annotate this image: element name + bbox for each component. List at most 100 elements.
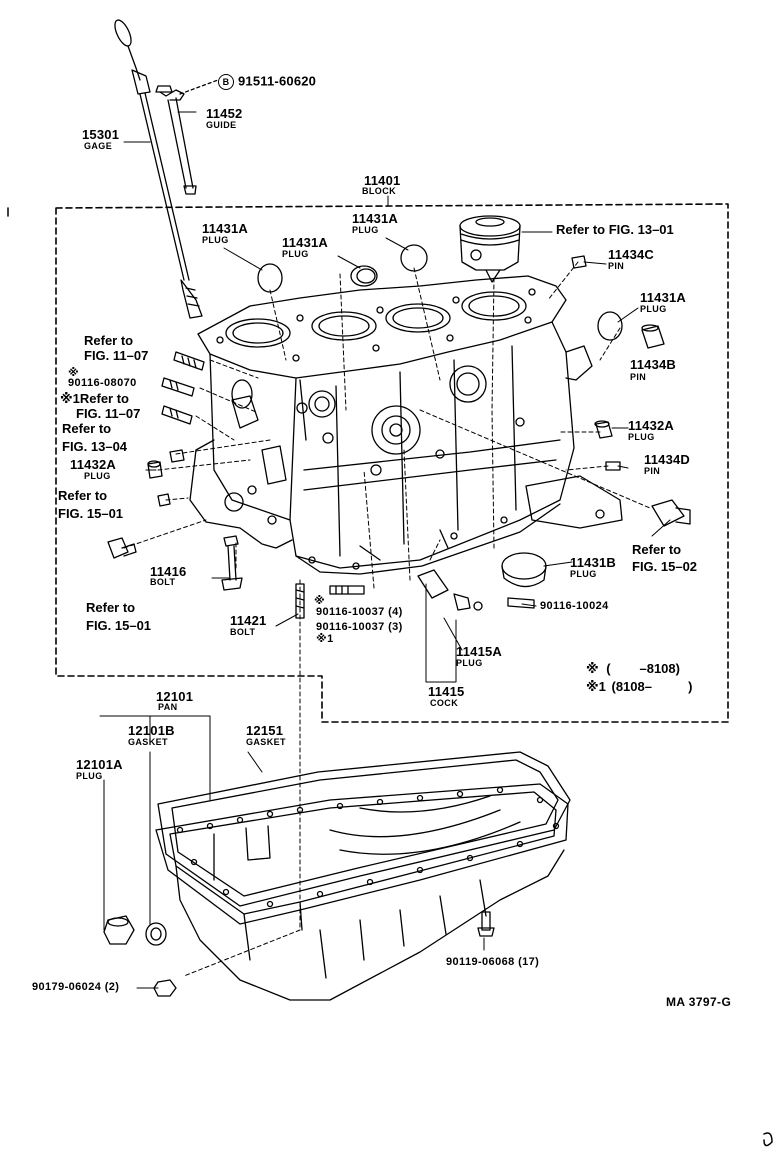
part-15301-number: 15301 bbox=[82, 127, 120, 142]
refer-fig-11-07-a: FIG. 11–07 bbox=[84, 348, 149, 363]
part-number: 91511-60620 bbox=[238, 73, 317, 89]
gasket-12101b bbox=[145, 922, 167, 946]
part-11431b-number: 11431B bbox=[570, 555, 617, 570]
part-90116-10037-3: 90116-10037 (3) bbox=[316, 621, 403, 633]
piston bbox=[459, 215, 521, 283]
part-11452-number: 11452 bbox=[206, 106, 243, 121]
block-frame bbox=[55, 203, 729, 723]
legend-row-1: ※ ( –8108) bbox=[586, 662, 680, 675]
part-11401-number: 11401 bbox=[364, 173, 401, 188]
part-12101a-number: 12101A bbox=[76, 757, 123, 772]
part-90119-06068: 90119-06068 (17) bbox=[446, 956, 540, 968]
refer-fig-11-07-b: FIG. 11–07 bbox=[76, 406, 141, 421]
refer-fig-13-01: Refer to FIG. 13–01 bbox=[556, 222, 674, 237]
part-11431a-4-number: 11431A bbox=[640, 290, 687, 305]
pin-fig-15-01 bbox=[157, 493, 171, 507]
part-90179-06024: 90179-06024 (2) bbox=[32, 981, 120, 993]
stud-90116-08070 bbox=[173, 351, 205, 371]
legend-range: ( –8108) bbox=[606, 661, 680, 676]
b-circle-icon: B bbox=[218, 74, 234, 90]
refer-fig-15-02: FIG. 15–02 bbox=[632, 559, 698, 574]
drain-plug-12101a bbox=[103, 915, 135, 945]
refer-to-label-b: Refer to bbox=[62, 421, 112, 436]
part-90116-08070: 90116-08070 bbox=[68, 377, 137, 389]
star-mark: ※ bbox=[68, 367, 80, 379]
star1-refer-to: ※1Refer to bbox=[60, 391, 129, 406]
part-11434b-number: 11434B bbox=[630, 357, 677, 372]
plug-11431a-b bbox=[350, 265, 378, 287]
part-11431a-1-name: PLUG bbox=[202, 235, 229, 245]
bolt-fig-15-01 bbox=[107, 537, 137, 559]
oil-dipstick-gage bbox=[114, 19, 203, 319]
plug-11431b bbox=[501, 552, 547, 588]
star1-mark: ※1 bbox=[316, 633, 334, 645]
part-11415a-number: 11415A bbox=[456, 644, 503, 659]
part-12101a-name: PLUG bbox=[76, 771, 103, 781]
pin-fig-13-04 bbox=[169, 449, 185, 463]
stud-90116-10024 bbox=[507, 597, 535, 609]
refer-fig-15-01-b: FIG. 15–01 bbox=[86, 618, 152, 633]
nut-90179 bbox=[153, 979, 177, 997]
drain-cock-11415 bbox=[417, 569, 483, 611]
part-11434b-name: PIN bbox=[630, 372, 647, 382]
part-11434d-number: 11434D bbox=[644, 452, 691, 467]
part-12101-name: PAN bbox=[158, 702, 178, 712]
refer-to-label-d: Refer to bbox=[86, 600, 136, 615]
plug-11431a-c bbox=[400, 244, 428, 272]
part-11431a-2-name: PLUG bbox=[282, 249, 309, 259]
part-12101b-number: 12101B bbox=[128, 723, 175, 738]
refer-fig-15-01-a: FIG. 15–01 bbox=[58, 506, 124, 521]
part-11431a-1-number: 11431A bbox=[202, 221, 249, 236]
legend-mark: ※ bbox=[586, 661, 599, 676]
plug-11432a-right bbox=[594, 420, 613, 439]
part-11415-number: 11415 bbox=[428, 684, 465, 699]
refer-to-label-e: Refer to bbox=[632, 542, 682, 557]
oil-pan-gasket bbox=[157, 751, 571, 907]
part-11416-number: 11416 bbox=[150, 564, 187, 579]
star-mark-2: ※ bbox=[314, 595, 326, 607]
plug-11431a-d bbox=[597, 311, 623, 341]
plug-11432a-left bbox=[147, 460, 163, 479]
part-90116-10024: 90116-10024 bbox=[540, 600, 609, 612]
part-11415-name: COCK bbox=[430, 698, 459, 708]
part-11431a-2-number: 11431A bbox=[282, 235, 329, 250]
drawing-code: MA 3797-G bbox=[666, 995, 732, 1009]
part-11432a-left-number: 11432A bbox=[70, 457, 117, 472]
part-12101b-name: GASKET bbox=[128, 737, 168, 747]
legend-row-2: ※1 (8108– ) bbox=[586, 680, 692, 693]
part-11432a-left-name: PLUG bbox=[84, 471, 111, 481]
part-12101-number: 12101 bbox=[156, 689, 194, 704]
part-11434d-name: PIN bbox=[644, 466, 661, 476]
refer-to-label-a: Refer to bbox=[84, 333, 134, 348]
part-12151-name: GASKET bbox=[246, 737, 286, 747]
part-15301-name: GAGE bbox=[84, 141, 113, 151]
corner-mark bbox=[763, 1132, 773, 1147]
stud-11-07-c bbox=[161, 405, 193, 425]
part-11431b-name: PLUG bbox=[570, 569, 597, 579]
part-12151-number: 12151 bbox=[246, 723, 284, 738]
part-11416-name: BOLT bbox=[150, 577, 176, 587]
legend-mark: ※1 bbox=[586, 679, 606, 694]
refer-to-label-c: Refer to bbox=[58, 488, 108, 503]
stud-11-07-b bbox=[161, 377, 195, 397]
part-11432a-right-number: 11432A bbox=[628, 418, 675, 433]
plug-11431a-a bbox=[257, 263, 283, 293]
part-11452-name: GUIDE bbox=[206, 120, 237, 130]
cylinder-block bbox=[189, 275, 623, 575]
part-11431a-4-name: PLUG bbox=[640, 304, 667, 314]
pin-11434b bbox=[641, 324, 665, 349]
part-90116-10037-4: 90116-10037 (4) bbox=[316, 606, 403, 618]
stud-11421 bbox=[295, 583, 305, 619]
part-11434c-number: 11434C bbox=[608, 247, 655, 262]
pin-11434c bbox=[571, 255, 587, 269]
oil-pan bbox=[155, 783, 569, 1001]
part-11421-name: BOLT bbox=[230, 627, 256, 637]
legend-range: (8108– ) bbox=[611, 679, 693, 694]
refer-fig-13-04: FIG. 13–04 bbox=[62, 439, 128, 454]
bolt-90119 bbox=[477, 911, 495, 937]
part-11432a-right-name: PLUG bbox=[628, 432, 655, 442]
part-11415a-name: PLUG bbox=[456, 658, 483, 668]
part-11434c-name: PIN bbox=[608, 261, 625, 271]
